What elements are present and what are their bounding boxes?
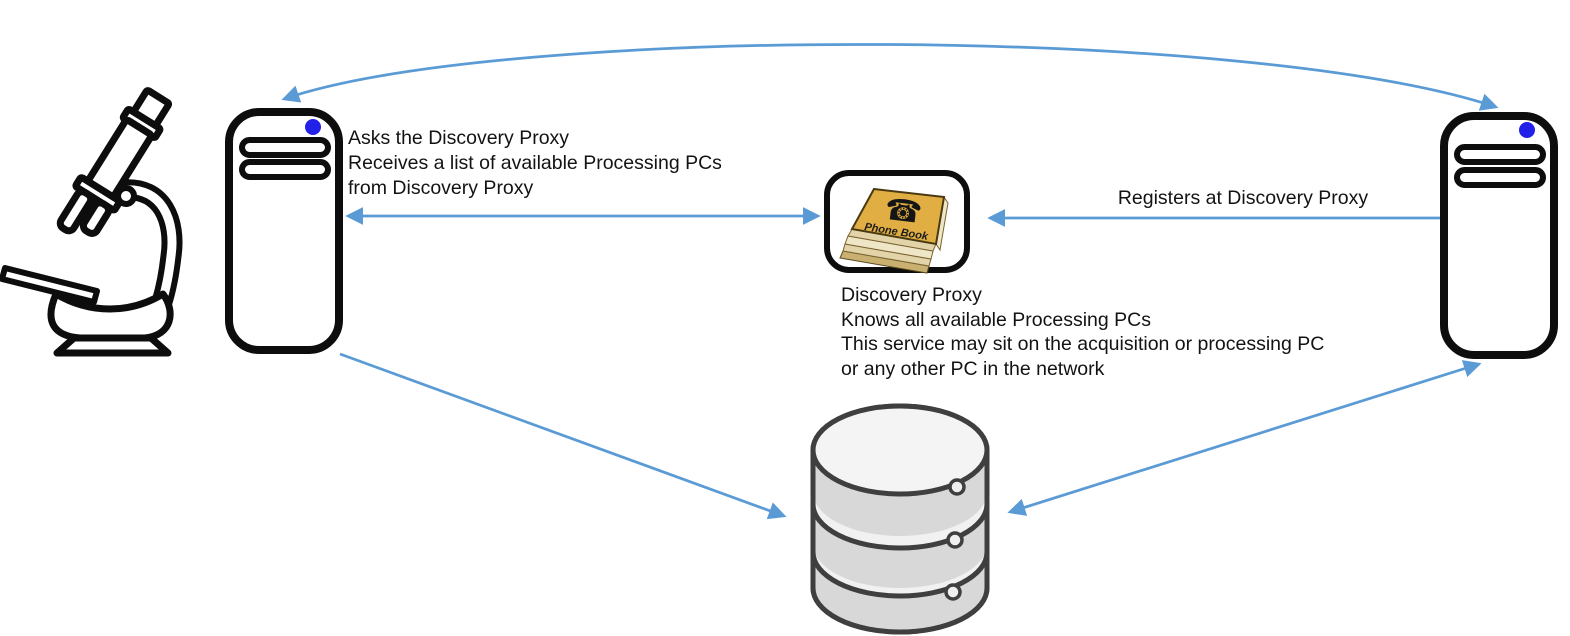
db-rim-hole xyxy=(946,531,964,549)
register-label: Registers at Discovery Proxy xyxy=(1117,187,1369,209)
db-rim-hole xyxy=(948,478,966,496)
microscope-icon xyxy=(0,87,183,357)
pc-led xyxy=(1519,122,1535,138)
microscope-stage xyxy=(0,265,100,305)
microscope-focus-knob xyxy=(115,185,137,207)
ask-line-2: Receives a list of available Processing … xyxy=(348,152,722,174)
arc-pc-to-pc-arrow xyxy=(281,43,1499,111)
processing-db-arrow xyxy=(1007,360,1482,516)
pc-led xyxy=(305,119,321,135)
pc-vent-slot xyxy=(239,137,331,158)
ask-label: Asks the Discovery Proxy Receives a list… xyxy=(348,126,722,201)
ask-line-3: from Discovery Proxy xyxy=(348,177,534,199)
pc-vent-slot xyxy=(1454,167,1546,188)
proxy-line-1: Discovery Proxy xyxy=(841,284,982,306)
pc-vent-slot xyxy=(239,159,331,180)
database-icon xyxy=(810,403,990,635)
ask-line-1: Asks the Discovery Proxy xyxy=(348,127,570,149)
proxy-line-4: or any other PC in the network xyxy=(841,357,1105,380)
phone-icon: ☎ xyxy=(883,192,924,231)
proxy-caption: Discovery Proxy Knows all available Proc… xyxy=(841,283,1324,381)
proxy-line-3: This service may sit on the acquisition … xyxy=(841,333,1325,355)
processing-pc-icon xyxy=(1440,112,1558,359)
pc-vent-slot xyxy=(1454,144,1546,165)
acquisition-db-arrow xyxy=(339,352,787,520)
acquisition-pc-icon xyxy=(225,108,343,354)
db-rim-hole xyxy=(944,583,962,601)
proxy-line-2: Knows all available Processing PCs xyxy=(841,308,1151,331)
phone-book-icon: ☎ Phone Book xyxy=(824,170,970,274)
